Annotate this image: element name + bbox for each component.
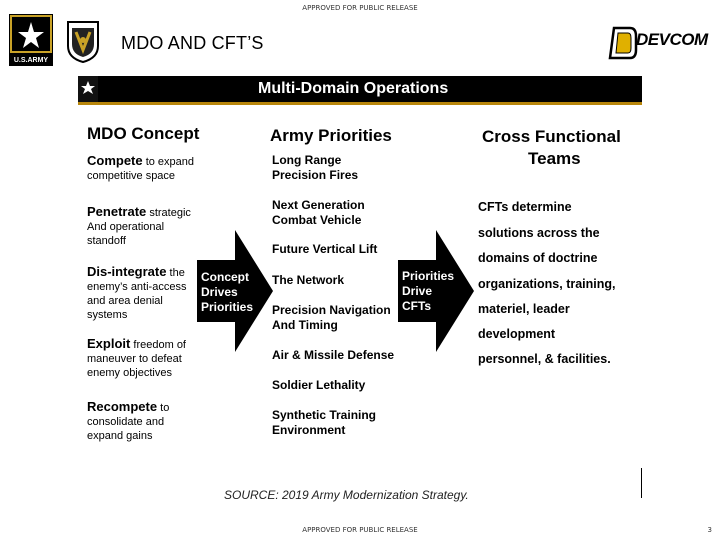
mdo-item-compete: Compete to expand competitive space (87, 154, 207, 183)
army-star-icon (78, 76, 98, 102)
release-banner-bottom: APPROVED FOR PUBLIC RELEASE (302, 526, 418, 534)
arrow-label-line: Drive (402, 284, 433, 298)
mdo-concept-heading: MDO Concept (87, 124, 200, 143)
arrow-label-line: Concept (201, 270, 249, 284)
arrow-label-left: Concept Drives Priorities (201, 270, 253, 315)
banner-title: Multi-Domain Operations (258, 80, 449, 97)
army-logo-text: U.S.ARMY (14, 57, 49, 64)
mdo-item-lead: Penetrate (87, 204, 147, 219)
priority-pnt: Precision Navigation And Timing (272, 303, 391, 332)
cft-line: development (478, 327, 556, 341)
arrow-label-line: Priorities (402, 269, 455, 283)
mdo-item-lead: Recompete (87, 399, 158, 414)
mdo-item-rest: strategic And operational standoff (87, 207, 191, 247)
priority-amd: Air & Missile Defense (272, 348, 395, 362)
mdo-banner: Multi-Domain Operations (78, 76, 642, 105)
release-banner-top: APPROVED FOR PUBLIC RELEASE (302, 4, 418, 12)
cft-line: solutions across the (478, 226, 600, 240)
priority-ngcv: Next Generation Combat Vehicle (272, 198, 365, 227)
army-priorities-heading: Army Priorities (270, 126, 392, 145)
mdo-item-rest: to expand competitive space (87, 156, 195, 182)
mdo-item-lead: Exploit (87, 336, 131, 351)
cft-line: domains of doctrine (478, 251, 598, 265)
arrow-label-right: Priorities Drive CFTs (402, 269, 454, 314)
futures-command-shield-icon (67, 21, 99, 64)
cft-line: organizations, training, (478, 277, 616, 291)
mdo-item-exploit: Exploit freedom of maneuver to defeat en… (87, 337, 203, 380)
mdo-item-penetrate: Penetrate strategic And operational stan… (87, 205, 203, 248)
priorities-drive-cfts-arrow-icon (398, 230, 474, 352)
mdo-item-rest: freedom of maneuver to defeat enemy obje… (87, 339, 186, 379)
mdo-item-lead: Compete (87, 153, 143, 168)
arrow-label-line: Priorities (201, 300, 254, 314)
page-number: 3 (707, 526, 712, 534)
page-title: MDO AND CFT’S (121, 33, 264, 53)
cft-line: CFTs determine (478, 200, 572, 214)
mdo-item-lead: Dis-integrate (87, 264, 167, 279)
arrow-label-line: Drives (201, 285, 238, 299)
cft-heading-line1: Cross Functional (482, 127, 621, 146)
mdo-item-rest: to consolidate and expand gains (87, 402, 170, 442)
arrow-label-line: CFTs (402, 299, 432, 313)
priority-network: The Network (272, 273, 345, 287)
divider (641, 468, 642, 498)
concept-drives-priorities-arrow-icon (197, 230, 273, 352)
mdo-item-rest: the enemy’s anti-access and area denial … (87, 267, 187, 321)
devcom-wordmark: DEVCOM (636, 30, 708, 49)
priority-ste: Synthetic Training Environment (272, 408, 377, 437)
priority-soldier-lethality: Soldier Lethality (272, 378, 366, 392)
priority-long-range-fires: Long Range Precision Fires (272, 153, 359, 182)
mdo-item-disintegrate: Dis-integrate the enemy’s anti-access an… (87, 265, 197, 322)
source-citation: SOURCE: 2019 Army Modernization Strategy… (224, 488, 469, 502)
priority-fvl: Future Vertical Lift (272, 242, 378, 256)
devcom-logo-icon (608, 26, 638, 60)
cft-line: personnel, & facilities. (478, 352, 611, 366)
us-army-logo: U.S.ARMY (9, 14, 53, 66)
cft-line: materiel, leader (478, 302, 570, 316)
mdo-item-recompete: Recompete to consolidate and expand gain… (87, 400, 187, 443)
cft-heading-line2: Teams (528, 149, 581, 168)
